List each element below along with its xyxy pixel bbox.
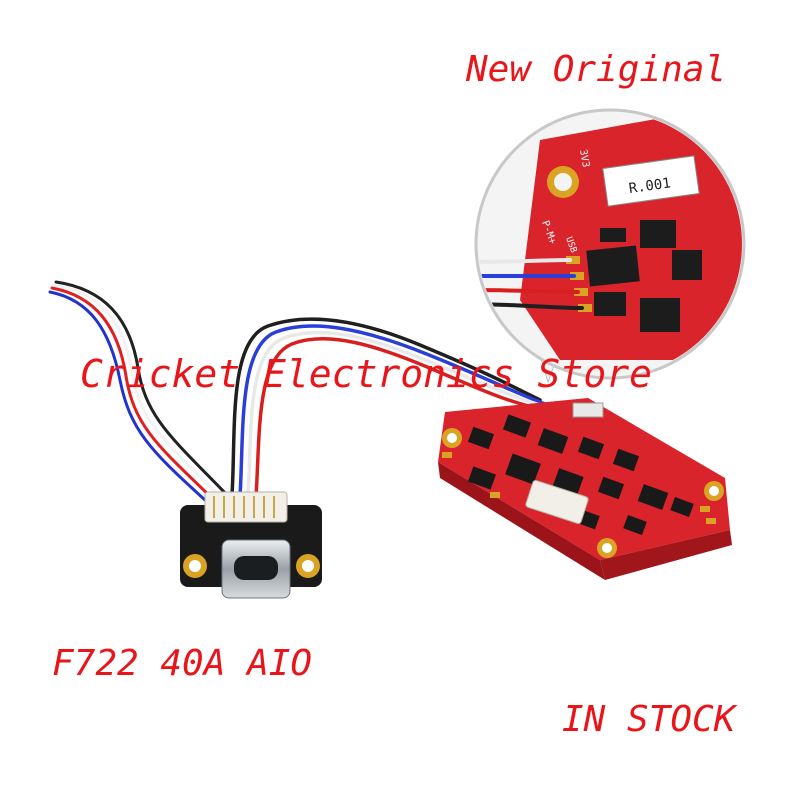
- new-original-label: New Original: [466, 49, 727, 90]
- stock-status-label: IN STOCK: [562, 699, 736, 740]
- aio-board: [438, 398, 732, 580]
- silk-label-3v3: 3V3: [577, 149, 591, 169]
- usb-c-board: [180, 491, 322, 599]
- board-tag-label: R.001: [628, 175, 672, 197]
- model-label: F722 40A AIO: [52, 643, 313, 684]
- zoom-callout: R.001 3V3 P-M+ USB: [474, 108, 746, 384]
- wire-harness: [48, 280, 557, 502]
- store-name-watermark: Cricket Electronics Store: [80, 352, 652, 396]
